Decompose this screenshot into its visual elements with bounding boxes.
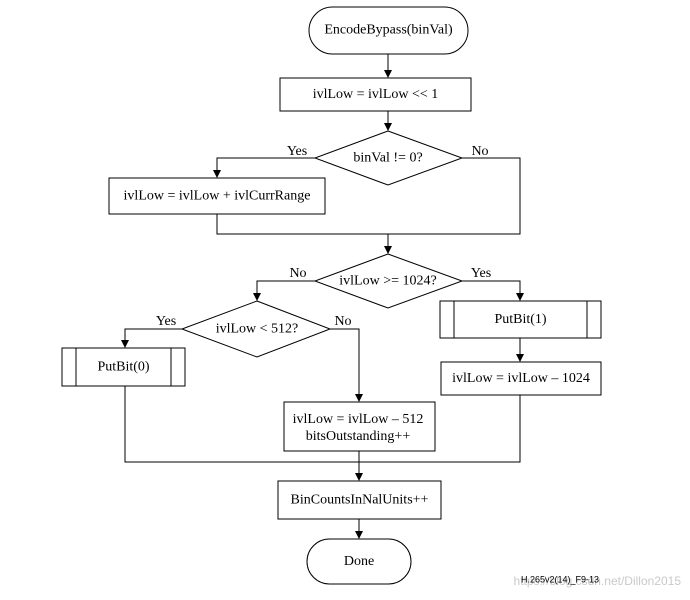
putbit1-subroutine-label: PutBit(1) (494, 312, 546, 327)
edge-1024-no (256, 280, 315, 296)
arrowhead-bincounts (355, 473, 363, 481)
putbit0-subroutine-box (61, 347, 186, 387)
decision-512-label: ivlLow < 512? (216, 322, 299, 337)
arrowhead-putbit0 (121, 340, 129, 348)
done-terminator-shape (306, 538, 412, 585)
edge-1024-yes (462, 280, 521, 296)
putbit0-subroutine: PutBit(0) (61, 347, 186, 387)
subtract-512-process: ivlLow = ivlLow – 512 bitsOutstanding++ (283, 401, 436, 452)
bincounts-process-label: BinCountsInNalUnits++ (291, 493, 429, 508)
add-range-process-label: ivlLow = ivlLow + ivlCurrRange (124, 189, 311, 204)
edge-merge-bottom (124, 386, 521, 463)
bincounts-process: BinCountsInNalUnits++ (277, 480, 442, 520)
bincounts-process-box (277, 480, 442, 520)
arrowhead-subtract512 (355, 394, 363, 402)
arrowheads (121, 70, 524, 539)
arrowhead-decision-1024 (384, 246, 392, 254)
edge-label-binval-no: No (471, 144, 488, 159)
subtract-1024-process: ivlLow = ivlLow – 1024 (440, 361, 602, 396)
start-terminator-label: EncodeBypass(binVal) (324, 23, 453, 38)
shift-process-label: ivlLow = ivlLow << 1 (313, 87, 439, 102)
subtract-512-line1: ivlLow = ivlLow – 512 (293, 412, 424, 427)
decision-1024: ivlLow >= 1024? (313, 253, 464, 309)
arrowhead-decision-binval (384, 123, 392, 131)
putbit1-subroutine-box (439, 300, 602, 339)
edge-label-512-yes: Yes (156, 314, 176, 329)
edge-labels: Yes No No Yes Yes No (156, 144, 491, 329)
watermark-text: https://blog.csdn.net/Dillon2015 (514, 574, 682, 588)
figure-id-label: H.265v2(14)_F9-13 (521, 574, 599, 584)
add-range-process: ivlLow = ivlLow + ivlCurrRange (108, 177, 326, 215)
done-terminator-label: Done (344, 554, 374, 569)
done-terminator: Done (306, 538, 412, 585)
edge-512-no (330, 328, 360, 397)
arrowhead-done (355, 531, 363, 539)
decision-binval-shape (313, 130, 464, 186)
arrowhead-decision-512 (253, 293, 261, 301)
putbit0-subroutine-label: PutBit(0) (97, 360, 149, 375)
start-terminator: EncodeBypass(binVal) (308, 6, 469, 55)
decision-512: ivlLow < 512? (180, 300, 332, 358)
putbit1-subroutine: PutBit(1) (439, 300, 602, 339)
subtract-1024-process-box (440, 361, 602, 396)
subtract-512-process-box (283, 401, 436, 452)
add-range-process-box (108, 177, 326, 215)
shift-process-box (279, 77, 472, 112)
decision-binval: binVal != 0? (313, 130, 464, 186)
decision-1024-label: ivlLow >= 1024? (339, 274, 436, 289)
edges (124, 54, 521, 534)
decision-binval-label: binVal != 0? (353, 151, 422, 166)
start-terminator-shape (308, 6, 469, 55)
edge-label-1024-yes: Yes (471, 266, 491, 281)
subtract-512-line2: bitsOutstanding++ (306, 429, 411, 444)
shift-process: ivlLow = ivlLow << 1 (279, 77, 472, 112)
arrowhead-subtract1024 (516, 354, 524, 362)
edge-label-512-no: No (334, 314, 351, 329)
edge-binval-yes (216, 157, 315, 173)
arrowhead-add-range (213, 170, 221, 178)
decision-512-shape (180, 300, 332, 358)
subtract-1024-process-label: ivlLow = ivlLow – 1024 (452, 371, 590, 386)
edge-binval-no-and-merge (216, 157, 521, 235)
edge-label-binval-yes: Yes (287, 144, 307, 159)
arrowhead-putbit1 (516, 293, 524, 301)
edge-label-1024-no: No (289, 266, 306, 281)
edge-512-yes (124, 328, 182, 343)
decision-1024-shape (313, 253, 464, 309)
arrowhead-shift (384, 70, 392, 78)
